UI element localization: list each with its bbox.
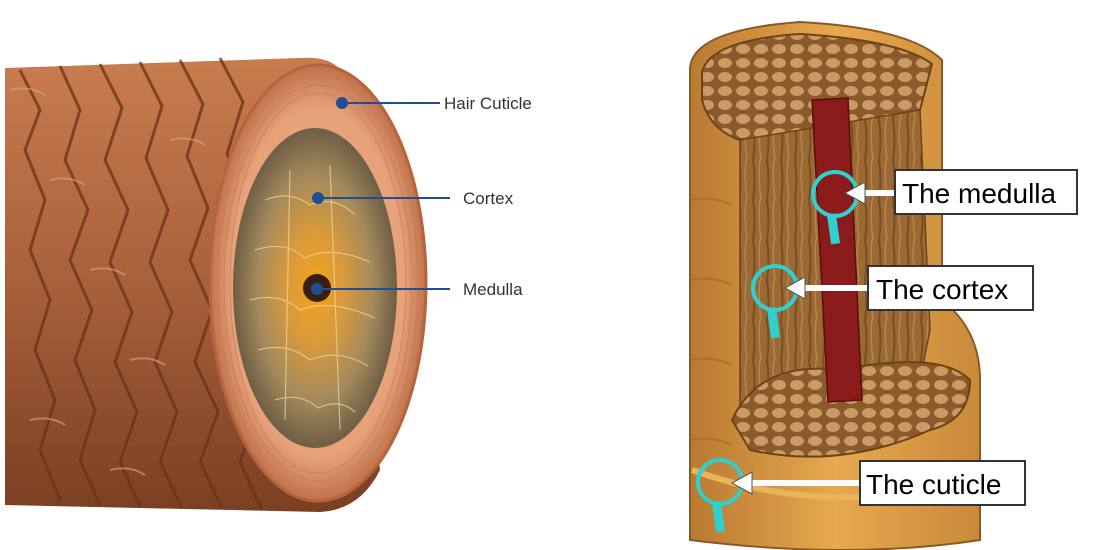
cuticle-ring-fibers <box>217 74 419 492</box>
label-box-cuticle <box>859 460 1026 506</box>
label-the-cuticle: The cuticle <box>866 469 1001 500</box>
label-the-medulla: The medulla <box>902 178 1057 209</box>
left-hair-diagram: Hair Cuticle Cortex Medulla <box>5 57 532 512</box>
label-hair-cuticle: Hair Cuticle <box>444 94 532 113</box>
right-hair-diagram: The medulla The cortex The cuticle <box>680 0 1100 550</box>
cortex-cell-texture <box>249 164 376 431</box>
label-box-cortex <box>867 265 1034 311</box>
label-box-medulla <box>894 169 1078 215</box>
label-medulla: Medulla <box>463 280 523 299</box>
left-hair-illustration: Hair Cuticle Cortex Medulla <box>5 57 532 512</box>
label-cortex: Cortex <box>463 189 514 208</box>
right-hair-illustration: The medulla The cortex The cuticle <box>689 20 1078 550</box>
left-pointers <box>311 97 450 295</box>
label-the-cortex: The cortex <box>876 274 1008 305</box>
callout-arrows <box>730 181 895 495</box>
